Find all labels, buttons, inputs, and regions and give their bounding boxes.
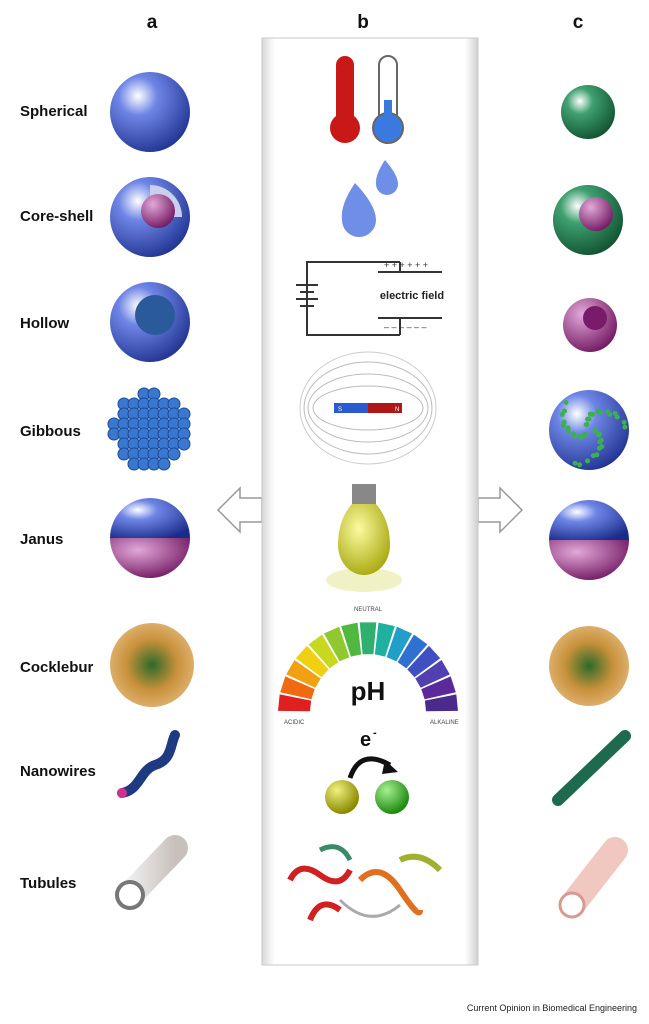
gibbous-bead	[157, 457, 171, 471]
surface-dot	[577, 433, 583, 439]
ph-color-segment	[421, 676, 456, 700]
hollow-purple-particle-icon	[563, 298, 617, 352]
label-spherical: Spherical	[20, 103, 88, 120]
ph-color-segment	[278, 694, 312, 712]
ph-color-segment	[324, 626, 350, 662]
gibbous-decorated-particle-icon	[549, 390, 629, 470]
surface-dot	[607, 411, 613, 417]
hollow-particle-icon	[110, 282, 190, 362]
nanowire-icon	[117, 730, 180, 798]
light-bulb-icon	[326, 484, 402, 592]
surface-dot	[596, 445, 602, 451]
label-janus: Janus	[20, 531, 63, 548]
surface-dot	[565, 425, 571, 431]
electron-transfer-icon: e -	[325, 727, 409, 814]
svg-text:+ + + + + +: + + + + + +	[384, 260, 428, 270]
column-label-c: c	[573, 12, 584, 33]
spherical-green-particle-icon	[561, 85, 615, 139]
gibbous-bead	[177, 437, 191, 451]
magnet-s-label: S	[338, 407, 342, 413]
label-core-shell: Core-shell	[20, 208, 93, 225]
surface-dot	[590, 453, 596, 459]
label-tubules: Tubules	[20, 875, 76, 892]
surface-dot	[614, 414, 620, 420]
enzyme-protein-icon	[287, 844, 443, 922]
cocklebur-particle-icon	[110, 623, 194, 707]
column-a-particles	[107, 72, 194, 910]
ph-color-segment	[386, 626, 412, 662]
janus-particle-icon	[110, 498, 190, 578]
thermometer-icons	[330, 55, 404, 144]
ph-color-segment	[397, 634, 428, 669]
ph-acidic-label: ACIDIC	[284, 720, 305, 726]
ph-color-segment	[280, 676, 315, 700]
magnet-n-label: N	[395, 407, 399, 413]
footer-credit: Current Opinion in Biomedical Engineerin…	[467, 1003, 637, 1013]
surface-dot	[572, 460, 578, 466]
core-shell-green-particle-icon	[553, 185, 623, 255]
ph-color-segment	[359, 622, 377, 655]
right-arrow-icon	[477, 486, 524, 534]
janus-blue-purple-particle-icon	[549, 500, 629, 580]
gibbous-bead	[167, 447, 181, 461]
column-label-a: a	[147, 12, 158, 33]
ph-color-segment	[308, 634, 339, 669]
surface-dot	[562, 408, 568, 414]
label-nanowires: Nanowires	[20, 763, 96, 780]
surface-dot	[622, 424, 628, 430]
electric-field-circuit-icon: + + + + + + – – – – – – electric field	[296, 260, 444, 336]
ph-label: pH	[351, 676, 386, 706]
cocklebur-green-particle-icon	[549, 626, 629, 706]
surface-dot	[590, 411, 596, 417]
ph-color-segment	[374, 622, 395, 657]
label-cocklebur: Cocklebur	[20, 659, 94, 676]
tubule-icon	[115, 835, 188, 910]
label-gibbous: Gibbous	[20, 423, 81, 440]
surface-dot	[571, 431, 577, 437]
surface-dot	[592, 428, 598, 434]
core-shell-particle-icon	[110, 177, 190, 257]
ph-neutral-label: NEUTRAL	[354, 607, 383, 613]
column-label-b: b	[357, 12, 369, 33]
electron-superscript: -	[373, 727, 377, 739]
gibbous-particle-icon	[107, 387, 191, 471]
ph-color-segment	[341, 622, 362, 657]
surface-dot	[584, 421, 590, 427]
svg-text:– – – – – –: – – – – – –	[384, 322, 427, 332]
surface-dot	[577, 462, 583, 468]
ph-color-segment	[407, 645, 441, 678]
label-hollow: Hollow	[20, 315, 69, 332]
morphology-labels: Spherical Core-shell Hollow Gibbous Janu…	[20, 103, 96, 892]
electron-label: e	[360, 729, 371, 751]
pink-tubule-icon	[558, 837, 628, 919]
surface-dot	[585, 458, 591, 464]
electric-field-label: electric field	[380, 290, 444, 302]
ph-alkaline-label: ALKALINE	[430, 720, 459, 726]
surface-dot	[563, 399, 569, 405]
surface-dot	[596, 432, 602, 438]
green-nanorod-icon	[552, 730, 631, 806]
left-arrow-icon	[216, 486, 263, 534]
surface-dot	[621, 419, 627, 425]
surface-dot	[582, 431, 588, 437]
surface-dot	[561, 419, 567, 425]
spherical-particle-icon	[110, 72, 190, 152]
magnetic-field-icon: S N	[299, 351, 437, 465]
ph-color-segment	[424, 694, 458, 712]
water-droplets-icon	[341, 160, 398, 237]
ph-gauge-icon: NEUTRAL pH ACIDIC ALKALINE	[278, 607, 459, 726]
surface-dot	[612, 410, 618, 416]
surface-dot	[586, 416, 592, 422]
surface-dot	[597, 409, 603, 415]
surface-dot	[597, 439, 603, 445]
column-c-particles	[549, 85, 631, 919]
ph-color-segment	[286, 660, 321, 688]
ph-color-segment	[295, 645, 329, 678]
ph-color-segment	[415, 660, 450, 688]
